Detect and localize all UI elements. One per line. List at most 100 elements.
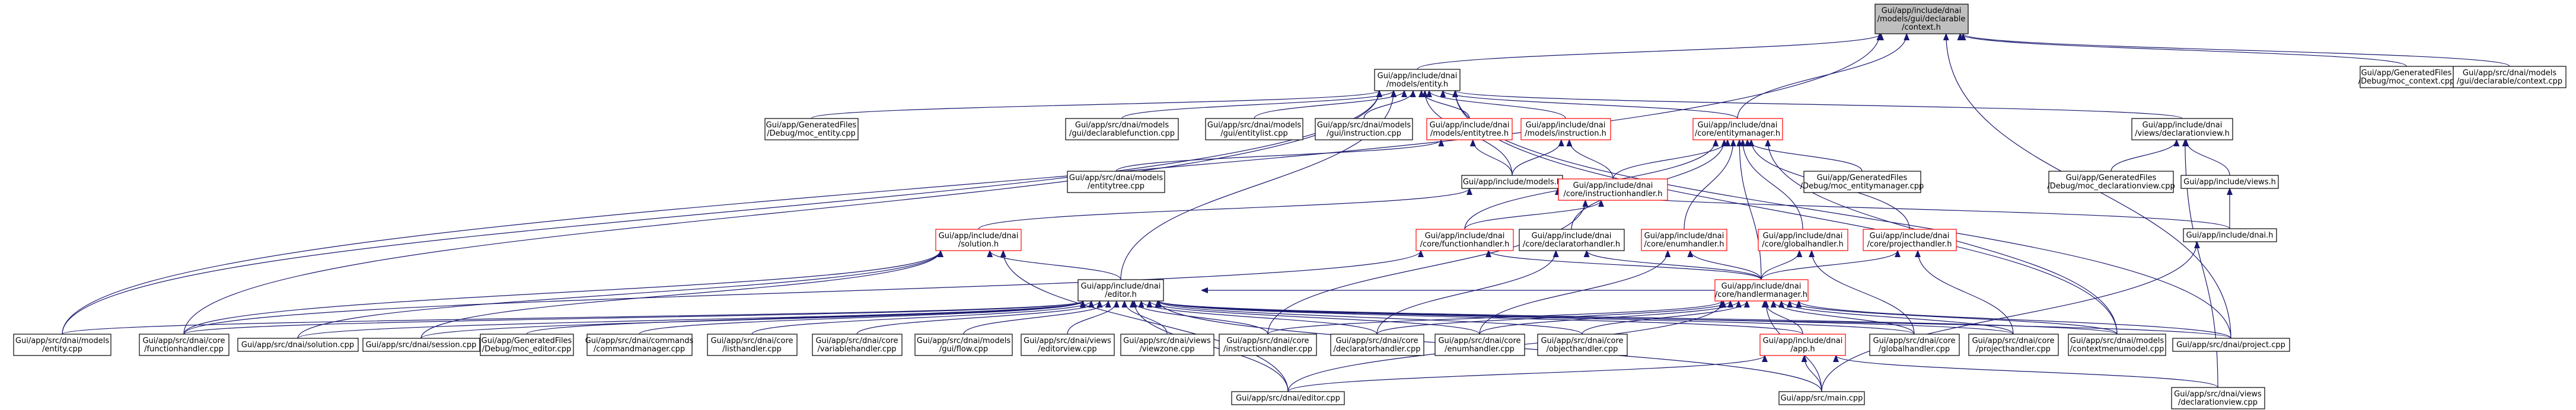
node-functionhandler-cpp[interactable]: Gui/app/src/dnai/core/functionhandler.cp… [139,334,229,356]
node-project-cpp[interactable]: Gui/app/src/dnai/project.cpp [2172,338,2290,352]
node-globalhandler-h[interactable]: Gui/app/include/dnai/core/globalhandler.… [1758,229,1848,251]
node-app-h[interactable]: Gui/app/include/dnai/app.h [1759,334,1846,356]
node-models-h[interactable]: Gui/app/include/models.h [1461,175,1563,189]
node-instructionhandler-cpp[interactable]: Gui/app/src/dnai/core/instructionhandler… [1219,334,1317,356]
edge-handlermanager-h-to-globalhandler-h [1761,250,1799,280]
edge-instruction-h-to-entity-h [1429,90,1566,119]
node-declarationview-h[interactable]: Gui/app/include/dnai/views/declarationvi… [2131,118,2233,140]
edge-editor-h-to-solution-h [990,250,1121,280]
edge-functionhandler-cpp-to-functionhandler-h [183,251,1421,335]
node-declaratorhandler-cpp[interactable]: Gui/app/src/dnai/core/declaratorhandler.… [1330,334,1424,356]
node-label: /projecthandler.cpp [1976,345,2051,354]
node-context-h[interactable]: Gui/app/include/dnai/models/gui/declarab… [1874,4,1969,34]
node-label: Gui/app/include/dnai.h [2186,231,2273,240]
node-gui-instruction[interactable]: Gui/app/src/dnai/models/gui/instruction.… [1315,118,1413,140]
edge-declarationview-cpp-to-app-h [1836,355,2218,388]
node-gui-declarablefunction[interactable]: Gui/app/src/dnai/models/gui/declarablefu… [1065,118,1179,140]
edge-gui-declarablefunction-to-entity-h [1121,90,1394,119]
node-moc-entity[interactable]: Gui/app/GeneratedFiles/Debug/moc_entity.… [764,118,859,140]
node-main-cpp[interactable]: Gui/app/src/main.cpp [1778,391,1865,405]
node-solution-cpp[interactable]: Gui/app/src/dnai/solution.cpp [237,338,359,352]
edge-entitymanager-h-to-entity-h [1443,90,1738,119]
node-declaratorhandler-h[interactable]: Gui/app/include/dnai/core/declaratorhand… [1519,229,1625,251]
node-contextmenumodel-cpp[interactable]: Gui/app/src/dnai/models/contextmenumodel… [2068,334,2166,356]
edge-entitytree-cpp-to-entitytree-h [1115,139,1441,172]
node-entitymanager-h[interactable]: Gui/app/include/dnai/core/entitymanager.… [1692,118,1783,140]
node-solution-h[interactable]: Gui/app/include/dnai/solution.h [935,229,1022,251]
node-box [1374,69,1461,91]
node-enumhandler-cpp[interactable]: Gui/app/src/dnai/core/enumhandler.cpp [1434,334,1525,356]
node-commandmanager-cpp[interactable]: Gui/app/src/dnai/commands/commandmanager… [585,334,694,356]
edge-viewzone-cpp-to-editor-h [1124,300,1168,335]
node-dnai-h[interactable]: Gui/app/include/dnai.h [2183,228,2277,242]
node-projecthandler-h[interactable]: Gui/app/include/dnai/core/projecthandler… [1863,229,1957,251]
node-session-cpp[interactable]: Gui/app/src/dnai/session.cpp [362,338,480,352]
edge-globalhandler-cpp-to-globalhandler-h [1812,251,1915,335]
node-projecthandler-cpp[interactable]: Gui/app/src/dnai/core/projecthandler.cpp [1968,334,2059,356]
node-guiflow-cpp[interactable]: Gui/app/src/dnai/models/gui/flow.cpp [914,334,1013,356]
node-label: /Debug/moc_declarationview.cpp [2047,182,2175,191]
node-gui-context-cpp[interactable]: Gui/app/src/dnai/models/gui/declarable/c… [2453,66,2567,88]
node-box [1874,4,1969,34]
node-moc-declarationview[interactable]: Gui/app/GeneratedFiles/Debug/moc_declara… [2047,171,2175,193]
edge-declaratorhandler-cpp-to-handlermanager-h [1376,300,1730,335]
node-handlermanager-h[interactable]: Gui/app/include/dnai/core/handlermanager… [1714,279,1809,302]
node-globalhandler-cpp[interactable]: Gui/app/src/dnai/core/globalhandler.cpp [1869,334,1960,356]
node-label: Gui/app/GeneratedFiles [1817,174,1908,182]
node-enumhandler-h[interactable]: Gui/app/include/dnai/core/enumhandler.h [1641,229,1727,251]
edge-globalhandler-cpp-to-editor-h [1159,300,1915,335]
edge-views-h-to-declarationview-h [2186,139,2230,176]
node-label: Gui/app/include/dnai [1532,232,1612,241]
node-box [1231,391,1345,405]
edge-gui-context-cpp-to-context-h [1963,33,2510,67]
node-label: /gui/declarable/context.cpp [2457,77,2562,86]
node-moc-entitymanager[interactable]: Gui/app/GeneratedFiles/Debug/moc_entitym… [1800,171,1924,193]
node-moc-editor[interactable]: Gui/app/GeneratedFiles/Debug/moc_editor.… [480,334,574,356]
node-moc-context[interactable]: Gui/app/GeneratedFiles/Debug/moc_context… [2358,66,2455,88]
edge-instructionhandler-cpp-to-handlermanager-h [1267,300,1721,335]
node-label: Gui/app/GeneratedFiles [766,121,857,130]
node-instructionhandler-h[interactable]: Gui/app/include/dnai/core/instructionhan… [1558,178,1668,201]
edge-functionhandler-cpp-to-editor-h [183,300,1083,335]
node-label: /instructionhandler.cpp [1223,345,1312,354]
node-editor-h[interactable]: Gui/app/include/dnai/editor.h [1077,279,1164,302]
node-instruction-h[interactable]: Gui/app/include/dnai/models/instruction.… [1520,118,1611,140]
node-objecthandler-cpp[interactable]: Gui/app/src/dnai/core/objecthandler.cpp [1537,334,1628,356]
node-label: Gui/app/GeneratedFiles [2361,69,2452,78]
node-box [1021,334,1115,356]
node-declarationview-cpp[interactable]: Gui/app/src/dnai/views/declarationview.c… [2171,387,2265,409]
node-entitytree-h[interactable]: Gui/app/include/dnai/models/entitytree.h [1426,118,1513,140]
node-label: Gui/app/include/dnai [1526,121,1606,130]
node-box [2183,228,2277,242]
node-entitytree-cpp[interactable]: Gui/app/src/dnai/models/entitytree.cpp [1067,171,1165,193]
node-box [812,334,903,356]
node-variablehandler-cpp[interactable]: Gui/app/src/dnai/core/variablehandler.cp… [812,334,903,356]
node-box [1692,118,1783,140]
node-box [586,334,693,356]
node-box [707,334,798,356]
node-functionhandler-h[interactable]: Gui/app/include/dnai/core/functionhandle… [1415,229,1514,251]
edge-handlermanager-h-to-functionhandler-h [1488,250,1762,280]
node-listhandler-cpp[interactable]: Gui/app/src/dnai/core/listhandler.cpp [707,334,798,356]
node-label: /core/declaratorhandler.h [1523,240,1620,249]
node-editorview-cpp[interactable]: Gui/app/src/dnai/views/editorview.cpp [1021,334,1115,356]
node-label: Gui/app/include/dnai [1425,232,1505,241]
node-box [2360,66,2454,88]
edge-instructionhandler-h-to-entitymanager-h [1612,139,1727,180]
node-box [1558,178,1668,201]
node-label: Gui/app/include/dnai [2143,121,2223,130]
edge-editorview-cpp-to-editor-h [1067,300,1117,335]
node-viewzone-cpp[interactable]: Gui/app/src/dnai/views/viewzone.cpp [1120,334,1214,356]
node-entity-cpp[interactable]: Gui/app/src/dnai/models/entity.cpp [13,334,111,356]
node-gui-entitylist[interactable]: Gui/app/src/dnai/models/gui/entitylist.c… [1205,118,1303,140]
node-box [1077,279,1164,302]
edge-functionhandler-cpp-to-entity-h [183,91,1379,335]
edge-models-h-to-instruction-h [1512,139,1561,176]
edge-guiflow-cpp-to-editor-h [963,300,1108,335]
node-entity-h[interactable]: Gui/app/include/dnai/models/entity.h [1374,69,1461,91]
node-views-h[interactable]: Gui/app/include/views.h [2180,175,2279,189]
node-editor-cpp[interactable]: Gui/app/src/dnai/editor.cpp [1231,391,1345,405]
edge-gui-instruction-to-entity-h [1363,90,1413,119]
edge-entity-cpp-to-editor-h [62,300,1083,335]
